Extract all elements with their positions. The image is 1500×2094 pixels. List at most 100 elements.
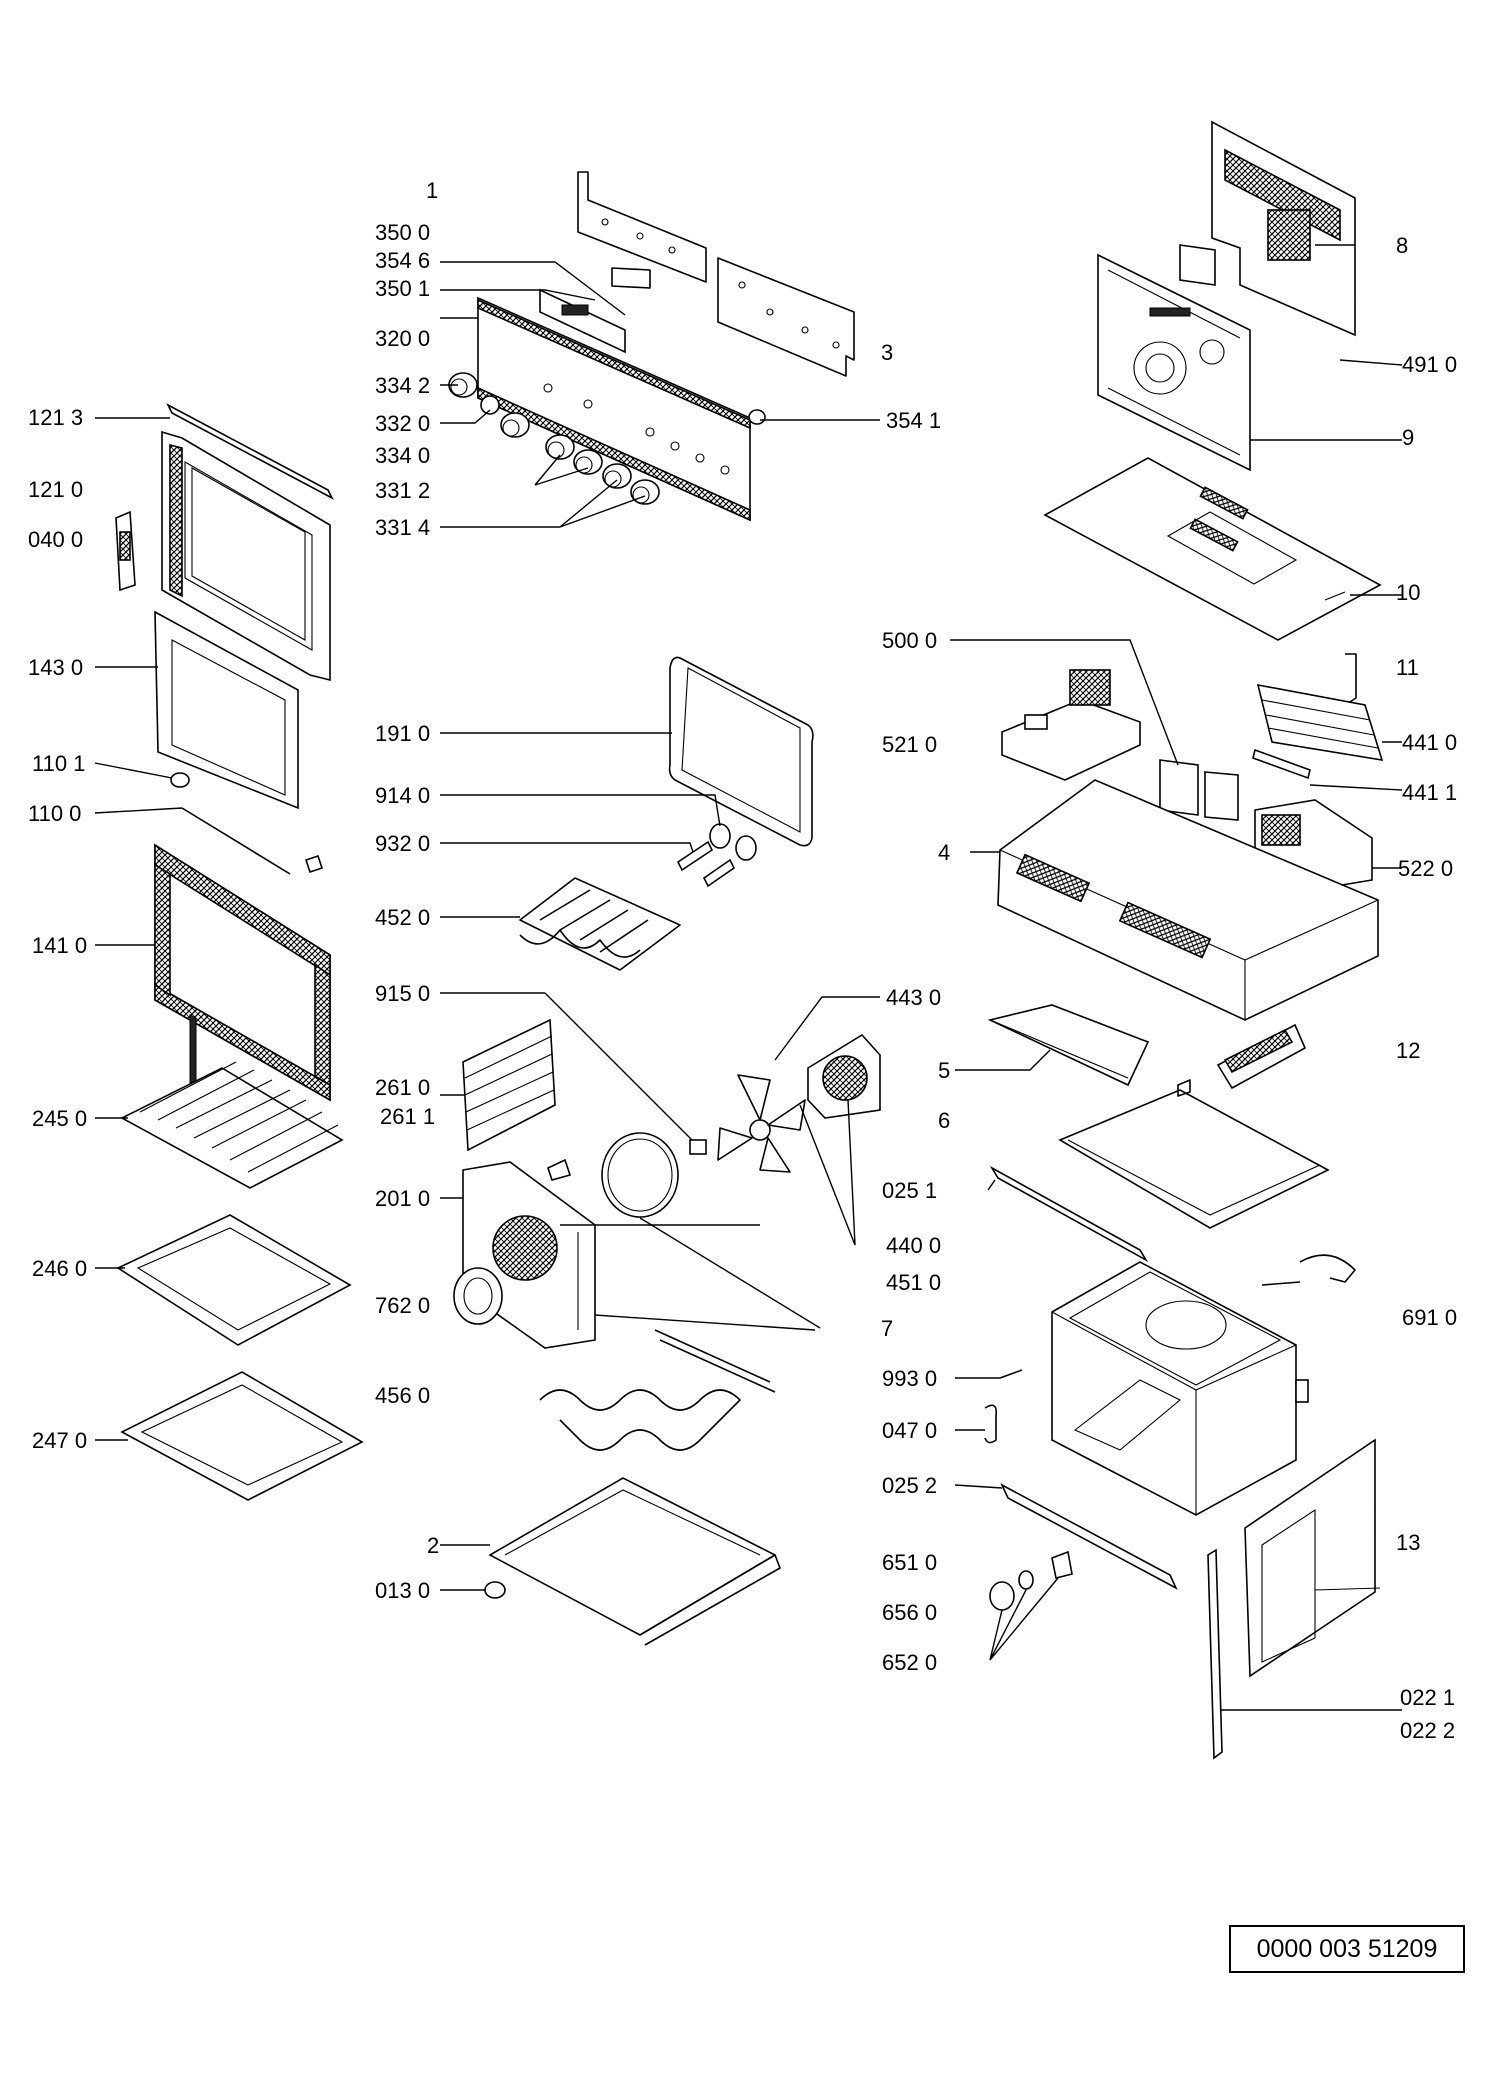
panel-bracket-part — [577, 171, 707, 283]
label-013-0: 013 0 — [375, 1578, 430, 1603]
rear-panels-group — [1043, 120, 1382, 641]
label-993-0: 993 0 — [882, 1366, 937, 1391]
housing-group — [997, 653, 1384, 1021]
door-seal-part — [668, 656, 814, 847]
bottom-tray-part — [1058, 1089, 1330, 1229]
thermostat-sensor-part — [676, 840, 714, 872]
label-040-0: 040 0 — [28, 527, 83, 552]
wire-rack-part — [120, 1067, 344, 1189]
terminal-block-part — [1159, 759, 1199, 816]
label-6: 6 — [938, 1108, 950, 1133]
control-panel-group — [448, 171, 855, 522]
label-246-0: 246 0 — [32, 1256, 87, 1281]
label-334-2: 334 2 — [375, 373, 430, 398]
bottom-plate-part — [488, 1477, 777, 1636]
label-652-0: 652 0 — [882, 1650, 937, 1675]
door-rod-part — [181, 807, 291, 875]
door-bumper-part — [170, 772, 190, 788]
clock-module-part — [611, 267, 651, 289]
baking-tray-part — [116, 1214, 352, 1346]
document-number: 0000 003 51209 — [1229, 1925, 1465, 1973]
label-915-0: 915 0 — [375, 981, 430, 1006]
label-2: 2 — [427, 1533, 439, 1558]
label-245-0: 245 0 — [32, 1106, 87, 1131]
label-350-1: 350 1 — [375, 276, 430, 301]
label-13: 13 — [1396, 1530, 1420, 1555]
fan-blade-part — [717, 1074, 806, 1173]
fan-bracket-plate-part — [1097, 253, 1251, 472]
label-440-0: 440 0 — [886, 1233, 941, 1258]
tangential-fan-part — [1256, 683, 1384, 761]
lamp-cover-part — [709, 823, 731, 849]
ring-element-part — [601, 1132, 679, 1218]
label-354-6: 354 6 — [375, 248, 430, 273]
label-500-0: 500 0 — [882, 628, 937, 653]
center-group — [453, 656, 881, 1646]
label-443-0: 443 0 — [886, 985, 941, 1010]
label-4: 4 — [938, 840, 950, 865]
label-191-0: 191 0 — [375, 721, 430, 746]
label-932-0: 932 0 — [375, 831, 430, 856]
label-441-1: 441 1 — [1402, 780, 1457, 805]
label-354-1: 354 1 — [886, 408, 941, 433]
label-521-0: 521 0 — [882, 732, 937, 757]
rear-plate-part — [717, 257, 855, 377]
label-025-2: 025 2 — [882, 1473, 937, 1498]
label-452-0: 452 0 — [375, 905, 430, 930]
front-strip-part — [1207, 1548, 1223, 1760]
cooling-duct-tray-part — [997, 779, 1379, 1021]
timer-module-part — [539, 288, 626, 354]
label-5: 5 — [938, 1058, 950, 1083]
door-frame-part — [161, 430, 331, 682]
clip-part — [984, 1404, 998, 1444]
label-914-0: 914 0 — [375, 783, 430, 808]
label-7: 7 — [881, 1316, 893, 1341]
inner-glass-part — [154, 610, 299, 810]
leader-lines — [94, 244, 1403, 1711]
label-8: 8 — [1396, 233, 1408, 258]
label-522-0: 522 0 — [1398, 856, 1453, 881]
door-group — [115, 403, 364, 1501]
label-651-0: 651 0 — [882, 1550, 937, 1575]
label-261-1: 261 1 — [380, 1104, 435, 1129]
label-9: 9 — [1402, 425, 1414, 450]
label-022-2: 022 2 — [1400, 1718, 1455, 1743]
label-456-0: 456 0 — [375, 1383, 430, 1408]
probe-part — [1261, 1254, 1356, 1286]
label-656-0: 656 0 — [882, 1600, 937, 1625]
door-top-strip-part — [166, 403, 334, 500]
fan-cover-part — [453, 1267, 503, 1325]
drip-pan-part — [120, 1371, 364, 1501]
label-1: 1 — [426, 178, 438, 203]
cavity-group — [984, 1004, 1381, 1760]
label-261-0: 261 0 — [375, 1075, 430, 1100]
label-491-0: 491 0 — [1402, 352, 1457, 377]
foot-part — [484, 1581, 506, 1599]
label-110-1: 110 1 — [32, 751, 85, 776]
label-201-0: 201 0 — [375, 1186, 430, 1211]
side-panel-part — [1244, 1438, 1376, 1678]
control-board-part — [1001, 699, 1141, 781]
oven-cavity-part — [1051, 1261, 1297, 1516]
label-10: 10 — [1396, 580, 1420, 605]
drip-tray-part — [987, 1004, 1150, 1087]
top-cover-plate-part — [1043, 457, 1382, 641]
label-331-2: 331 2 — [375, 478, 430, 503]
label-121-3: 121 3 — [28, 405, 83, 430]
upper-heating-element-part — [519, 877, 681, 971]
label-247-0: 247 0 — [32, 1428, 87, 1453]
label-320-0: 320 0 — [375, 326, 430, 351]
label-141-0: 141 0 — [32, 933, 87, 958]
label-143-0: 143 0 — [28, 655, 83, 680]
label-350-0: 350 0 — [375, 220, 430, 245]
label-110-0: 110 0 — [28, 801, 81, 826]
label-334-0: 334 0 — [375, 443, 430, 468]
inner-door-panel-part — [154, 843, 331, 1102]
label-332-0: 332 0 — [375, 411, 430, 436]
label-12: 12 — [1396, 1038, 1420, 1063]
side-rail-part — [989, 1165, 1149, 1263]
lower-heating-element-part — [539, 1389, 741, 1451]
label-451-0: 451 0 — [886, 1270, 941, 1295]
shelf-support-part — [462, 1018, 556, 1152]
label-3: 3 — [881, 340, 893, 365]
